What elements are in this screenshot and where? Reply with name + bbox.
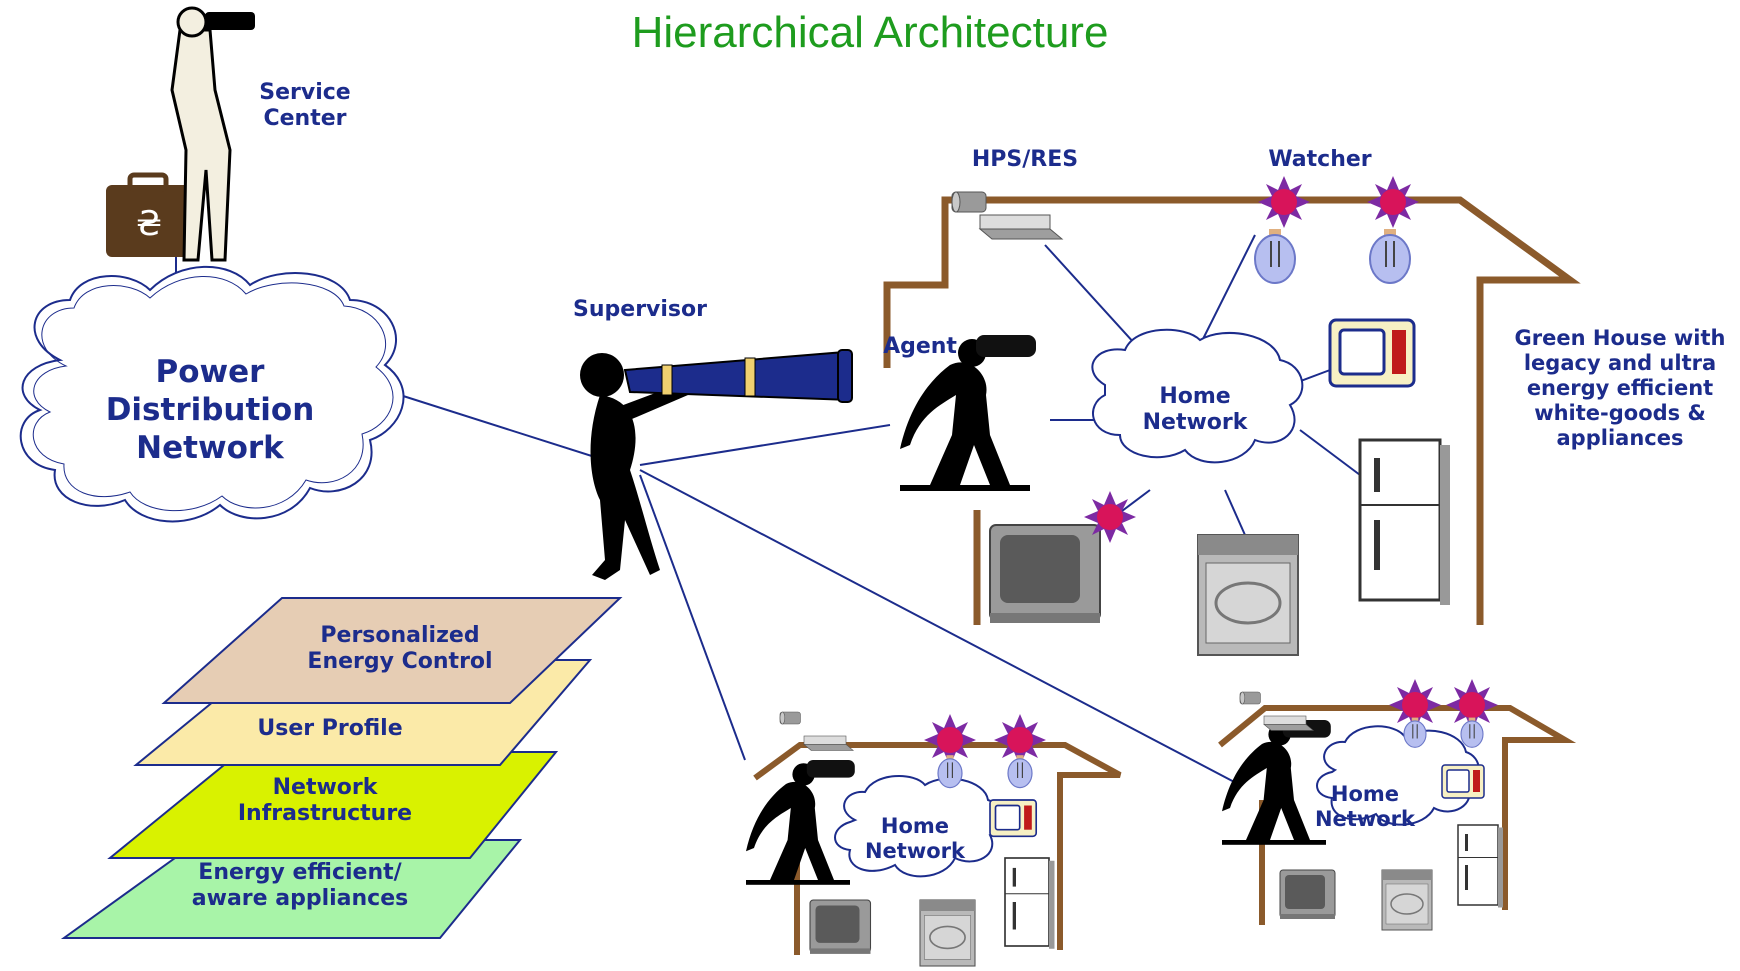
watcher-star-icon [1258, 176, 1310, 228]
small-right-tv-icon [1279, 869, 1336, 920]
home-network-label-right: Home Network [1314, 782, 1415, 831]
microwave-icon [1328, 318, 1416, 388]
layer-label-1: Personalized Energy Control [307, 623, 493, 674]
fridge-icon [1358, 438, 1452, 607]
layer-label-3: Network Infrastructure [237, 775, 413, 826]
supervisor-label: Supervisor [573, 297, 707, 322]
power-network-label: Power Distribution Network [105, 354, 315, 466]
small-left-devices [779, 711, 854, 751]
watcher-label: Watcher [1268, 147, 1372, 172]
small-left-dishwasher-icon [919, 899, 976, 967]
layer-shape-1 [161, 597, 623, 704]
small-left-fridge-icon [1004, 857, 1056, 950]
agent-figure-left [746, 760, 855, 885]
hps-res-label: HPS/RES [971, 147, 1079, 172]
small-right-dishwasher-icon [1381, 869, 1433, 931]
hps-cylinder-icon [951, 191, 987, 213]
power-network-cloud [19, 265, 405, 523]
layer-label-2: User Profile [257, 716, 403, 741]
small-right-bulb-icon [1403, 717, 1427, 748]
home-network-label-left: Home Network [864, 814, 965, 863]
hps-res-device-icon [979, 214, 1063, 240]
home-network-label-main: Home Network [1142, 384, 1248, 435]
light-bulb-icon [1254, 228, 1296, 284]
small-right-bulb-icon [1460, 717, 1484, 748]
power-network-cloud-inner [32, 276, 394, 512]
service-center-label: Service Center [259, 80, 351, 131]
svg-text:₴: ₴ [136, 204, 162, 244]
agent-label: Agent [883, 334, 957, 359]
small-right-fridge-icon [1457, 824, 1504, 909]
dishwasher-icon [1196, 533, 1300, 657]
green-house-label: Green House with legacy and ultra energy… [1514, 326, 1726, 450]
small-right-microwave-icon [1441, 764, 1485, 799]
layer-label-4: Energy efficient/ aware appliances [191, 860, 409, 911]
supervisor-figure [580, 349, 853, 580]
small-left-bulb-icon [1007, 754, 1033, 789]
small-left-tv-icon [809, 899, 872, 955]
small-right-devices [1239, 691, 1314, 731]
light-bulb-icon [1369, 228, 1411, 284]
watcher-star-icon [1367, 176, 1419, 228]
small-left-bulb-icon [937, 754, 963, 789]
service-center-figure: ₴ [106, 6, 255, 262]
home-network-cloud-main [1091, 328, 1304, 464]
small-left-microwave-icon [989, 799, 1038, 838]
main-house [883, 196, 1581, 625]
page-title: Hierarchical Architecture [631, 8, 1109, 57]
tv-icon [989, 524, 1101, 624]
